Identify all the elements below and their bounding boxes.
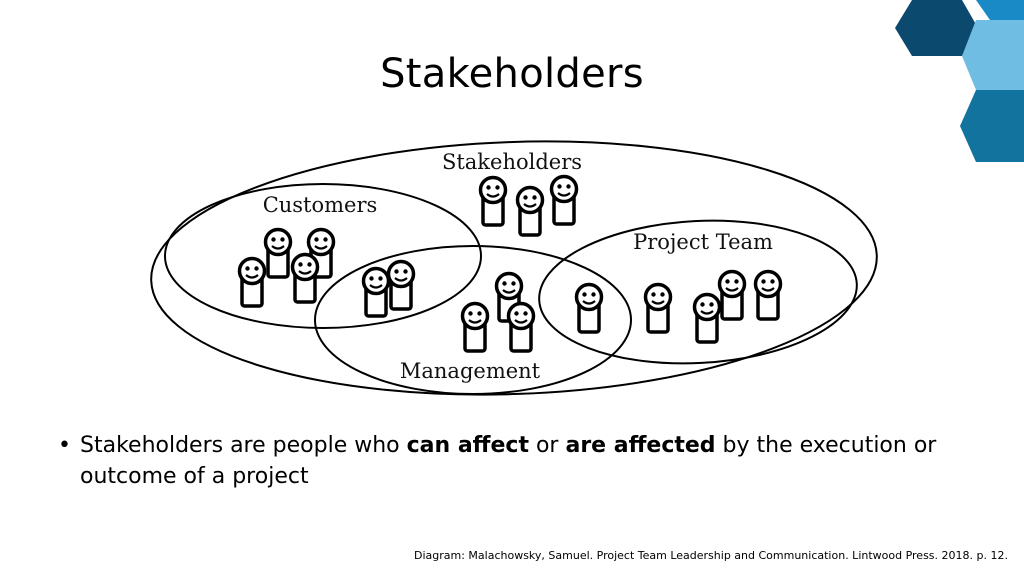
person-icon xyxy=(361,266,391,318)
person-icon xyxy=(753,269,783,321)
person-icon xyxy=(290,252,320,304)
hexagon-dark xyxy=(895,0,978,56)
person-icon xyxy=(478,175,508,227)
bullet-bold-can-affect: can affect xyxy=(406,433,529,458)
person-icon xyxy=(643,282,673,334)
project-team-ellipse xyxy=(538,219,858,365)
person-icon xyxy=(263,227,293,279)
customers-ellipse xyxy=(164,183,482,329)
bullet-text: Stakeholders are people who can affect o… xyxy=(80,430,978,492)
slide-title: Stakeholders xyxy=(380,51,644,97)
diagram-citation: Diagram: Malachowsky, Samuel. Project Te… xyxy=(414,549,1008,562)
bullet-text-part-2: or xyxy=(528,433,566,458)
project-team-label: Project Team xyxy=(633,230,773,254)
bullet-text-part-1: Stakeholders are people who xyxy=(80,433,407,458)
bullet-text-part-3: by the execution or outcome of a project xyxy=(80,433,937,489)
person-icon xyxy=(717,269,747,321)
decorative-hexagons xyxy=(895,0,1024,162)
hexagon-accent xyxy=(960,90,1024,162)
stakeholders-ellipse xyxy=(150,140,878,396)
person-icon xyxy=(574,282,604,334)
person-icon xyxy=(692,292,722,344)
person-icon xyxy=(386,259,416,311)
hexagon-top-right xyxy=(962,0,1024,20)
person-icon xyxy=(237,256,267,308)
management-ellipse xyxy=(314,245,632,395)
customers-label: Customers xyxy=(263,193,378,217)
person-icon xyxy=(460,301,490,353)
bullet-marker: • xyxy=(58,433,71,458)
bullet-point: • Stakeholders are people who can affect… xyxy=(58,430,978,492)
management-label: Management xyxy=(400,359,541,383)
bullet-bold-are-affected: are affected xyxy=(565,433,716,458)
person-icon xyxy=(549,174,579,226)
hexagon-light xyxy=(962,20,1024,90)
stakeholders-label: Stakeholders xyxy=(442,150,582,174)
stakeholder-venn-diagram: Stakeholders Customers Project Team Mana… xyxy=(150,140,878,396)
person-icon xyxy=(515,185,545,237)
person-icon xyxy=(506,301,536,353)
